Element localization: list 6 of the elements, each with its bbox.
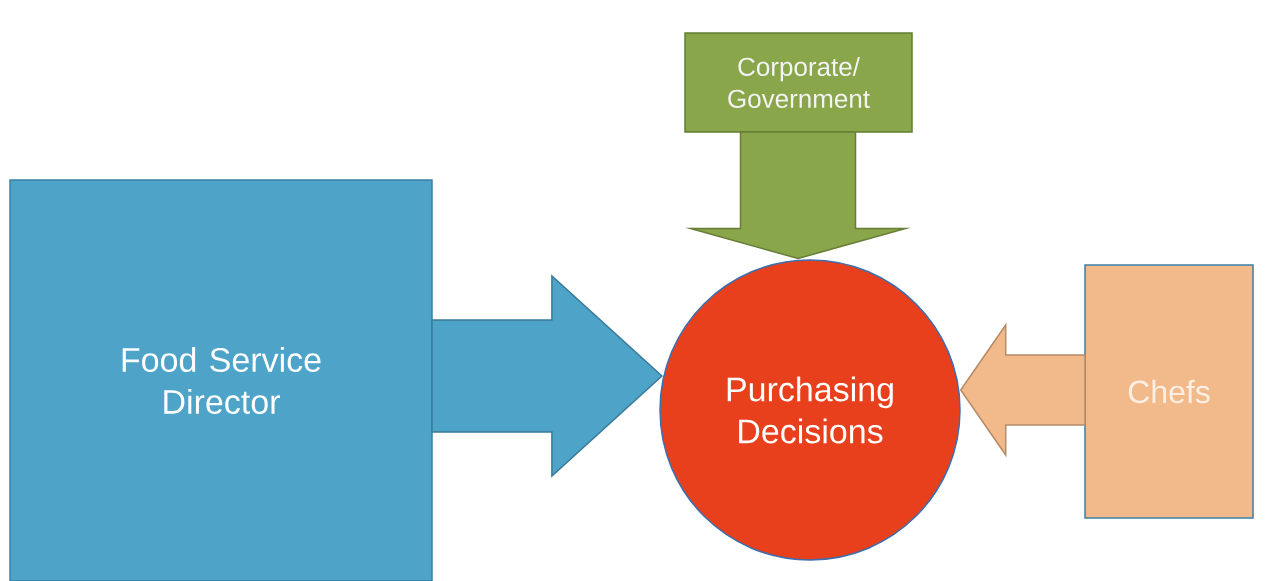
process-box: Food Service Director <box>9 179 433 581</box>
process-box: Chefs <box>1084 264 1254 519</box>
process-box: Corporate/ Government <box>684 32 913 133</box>
block-arrow <box>431 274 664 478</box>
block-arrow <box>685 131 911 260</box>
block-arrow <box>959 322 1086 458</box>
